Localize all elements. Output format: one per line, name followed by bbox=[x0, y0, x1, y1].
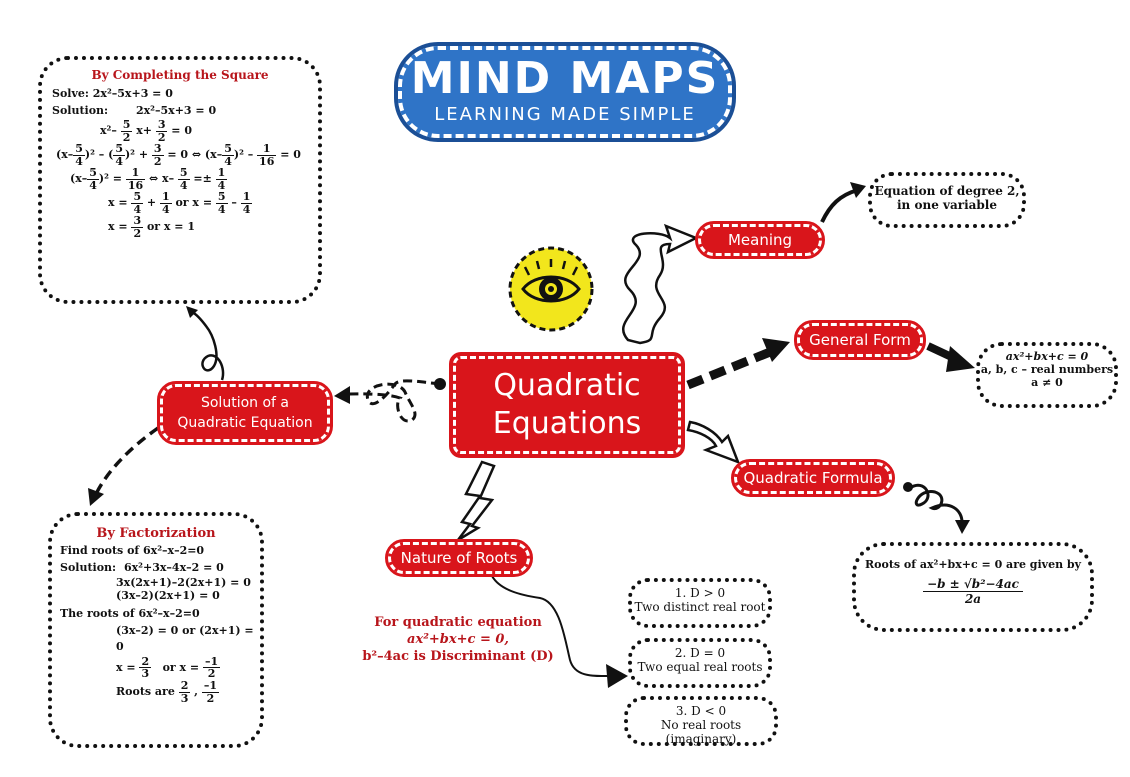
node-solution[interactable]: Solution of a Quadratic Equation bbox=[157, 381, 333, 445]
logo-title: MIND MAPS bbox=[410, 53, 720, 104]
factorization-title: By Factorization bbox=[96, 526, 216, 541]
node-quadratic-formula-label: Quadratic Formula bbox=[743, 469, 883, 487]
nature-arrowhead bbox=[606, 664, 628, 688]
nature-curve bbox=[491, 575, 613, 678]
formula-loop-curve bbox=[909, 483, 964, 523]
root-case-3-cond: 3. D < 0 bbox=[675, 704, 727, 718]
general-form-box: ax²+bx+c = 0 a, b, c – real numbers a ≠ … bbox=[976, 342, 1118, 408]
quadratic-formula-hollow-arrow bbox=[686, 420, 741, 465]
general-form-line3: a ≠ 0 bbox=[1031, 376, 1063, 389]
factorization-find: Find roots of 6x²–x–2=0 bbox=[60, 544, 205, 557]
root-case-1: 1. D > 0 Two distinct real root bbox=[628, 578, 772, 628]
center-node-quadratic-equations[interactable]: Quadratic Equations bbox=[449, 352, 685, 458]
meaning-line1: Equation of degree 2, bbox=[874, 184, 1020, 198]
node-quadratic-formula[interactable]: Quadratic Formula bbox=[731, 459, 895, 497]
factorization-roots-of: The roots of 6x²–x–2=0 bbox=[60, 607, 200, 621]
factorization-solution-row: Solution: 6x²+3x–4x–2 = 0 bbox=[60, 560, 260, 577]
eye-icon bbox=[507, 245, 595, 333]
factorization-roots-are-label: Roots are bbox=[116, 685, 175, 699]
completing-square-box: By Completing the Square Solve: 2x²–5x+3… bbox=[38, 56, 322, 304]
node-nature-of-roots[interactable]: Nature of Roots bbox=[385, 539, 533, 577]
discriminant-note: For quadratic equation ax²+bx+c = 0, b²–… bbox=[360, 614, 556, 665]
solution-to-square-curve bbox=[191, 310, 225, 381]
discriminant-line2: ax²+bx+c = 0, bbox=[407, 632, 509, 647]
discriminant-line3: b²–4ac is Discriminant (D) bbox=[362, 649, 554, 664]
center-line1: Quadratic bbox=[493, 368, 641, 403]
root-case-3: 3. D < 0 No real roots (imaginary) bbox=[624, 696, 778, 746]
meaning-arrowhead bbox=[850, 182, 866, 198]
node-meaning-label: Meaning bbox=[727, 231, 793, 249]
general-form-box-arrowhead bbox=[946, 346, 975, 372]
discriminant-line1: For quadratic equation bbox=[374, 615, 542, 630]
mind-maps-logo: MIND MAPS LEARNING MADE SIMPLE bbox=[394, 42, 736, 142]
root-case-1-desc: Two distinct real root bbox=[634, 600, 766, 614]
formula-fraction: −b ± √b²−4ac 2a bbox=[923, 577, 1023, 606]
general-form-dashed-arrow bbox=[686, 347, 772, 390]
completing-square-title: By Completing the Square bbox=[91, 68, 269, 82]
factorization-box: By Factorization Find roots of 6x²–x–2=0… bbox=[48, 512, 264, 748]
general-form-line1: ax²+bx+c = 0 bbox=[1005, 350, 1089, 363]
root-case-2-cond: 2. D = 0 bbox=[674, 646, 726, 660]
meaning-line2: in one variable bbox=[897, 198, 997, 212]
factorization-s4: (3x–2) = 0 or (2x+1) = 0 bbox=[116, 623, 254, 654]
root-case-3-desc: No real roots (imaginary) bbox=[660, 718, 742, 746]
logo-subtitle: LEARNING MADE SIMPLE bbox=[434, 104, 696, 125]
node-meaning[interactable]: Meaning bbox=[695, 221, 825, 259]
formula-loop-arrowhead bbox=[955, 520, 970, 534]
node-solution-line1: Solution of a bbox=[200, 395, 289, 411]
meaning-squiggle-arrow bbox=[621, 223, 700, 345]
center-line2: Equations bbox=[492, 406, 642, 441]
node-general-form[interactable]: General Form bbox=[794, 320, 926, 360]
completing-square-solution-label: Solution: bbox=[52, 103, 109, 117]
formula-numerator: −b ± √b²−4ac bbox=[923, 577, 1023, 592]
solution-loop-path bbox=[344, 379, 441, 423]
factorization-s3: (3x–2)(2x+1) = 0 bbox=[116, 589, 220, 603]
completing-square-solution-row: Solution: 2x²–5x+3 = 0 bbox=[52, 103, 318, 120]
nature-zigzag-arrow bbox=[457, 460, 496, 542]
solution-to-factor-dashed bbox=[94, 426, 160, 495]
formula-box: Roots of ax²+bx+c = 0 are given by −b ± … bbox=[852, 542, 1094, 632]
completing-square-solve: Solve: 2x²–5x+3 = 0 bbox=[52, 87, 173, 100]
solution-arrowhead bbox=[334, 386, 350, 404]
square-arrowhead bbox=[186, 306, 198, 318]
factor-arrowhead bbox=[88, 488, 104, 506]
root-case-2: 2. D = 0 Two equal real roots bbox=[628, 638, 772, 688]
formula-denominator: 2a bbox=[964, 592, 982, 606]
factorization-s1: 6x²+3x–4x–2 = 0 bbox=[123, 560, 224, 574]
completing-square-eq1: 2x²–5x+3 = 0 bbox=[135, 103, 217, 117]
node-general-form-label: General Form bbox=[809, 331, 911, 349]
node-solution-line2: Quadratic Equation bbox=[177, 415, 313, 431]
general-form-arrowhead bbox=[762, 338, 790, 362]
root-case-2-desc: Two equal real roots bbox=[637, 660, 763, 674]
factorization-s2: 3x(2x+1)–2(2x+1) = 0 bbox=[116, 576, 251, 589]
general-form-line2: a, b, c – real numbers bbox=[980, 363, 1114, 376]
meaning-box: Equation of degree 2, in one variable bbox=[868, 172, 1026, 228]
factorization-solution-label: Solution: bbox=[60, 560, 117, 574]
root-case-1-cond: 1. D > 0 bbox=[674, 586, 726, 600]
formula-line1: Roots of ax²+bx+c = 0 are given by bbox=[865, 558, 1081, 571]
meaning-curve bbox=[820, 188, 859, 223]
cs-final: or x = 1 bbox=[146, 220, 195, 234]
node-nature-of-roots-label: Nature of Roots bbox=[400, 549, 518, 567]
